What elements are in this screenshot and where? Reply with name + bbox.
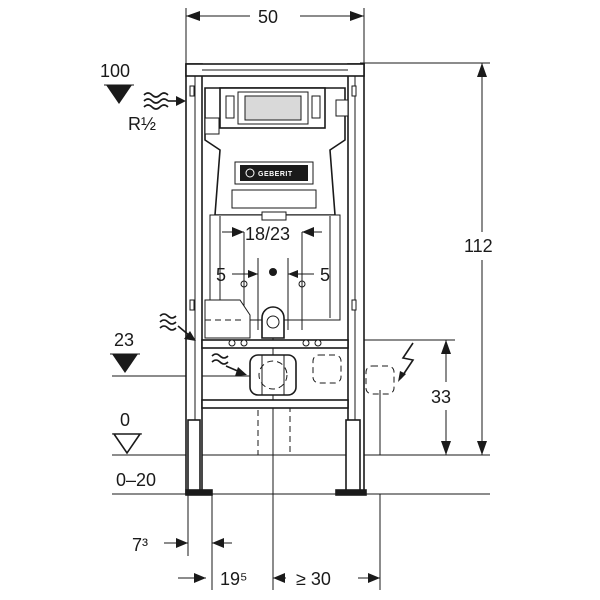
label-floor-level: 0: [120, 410, 130, 430]
dimension-bolt-offsets: [232, 270, 314, 278]
label-floor-build-up: 0–20: [116, 470, 156, 490]
drain-wave-icon-right: [211, 353, 247, 376]
label-foot-width: 19⁵: [220, 569, 247, 589]
geberit-logo: [240, 165, 308, 181]
label-foot-offset: 7³: [132, 535, 148, 555]
dimension-foot-width: [178, 573, 206, 583]
level-triangle-icon-23: [112, 354, 138, 373]
electric-box-inner: [312, 354, 342, 384]
label-drain-height: 23: [114, 330, 134, 350]
label-side-clearance: ≥ 30: [296, 569, 331, 589]
dimension-foot-offset: [164, 494, 232, 590]
label-bolt-offset-left: 5: [216, 265, 226, 285]
dimension-side-clearance: [273, 494, 381, 590]
label-water-supply-height: 100: [100, 61, 130, 81]
level-triangle-icon-0: [112, 433, 142, 455]
electric-box-outer: [365, 365, 395, 455]
dimension-frame-height: [477, 63, 487, 455]
drain-connection: [249, 354, 297, 456]
flush-pipe-area: [204, 211, 341, 347]
lightning-icon: [398, 342, 415, 382]
dimension-electric-height: [441, 340, 451, 455]
level-triangle-icon-100: [106, 85, 132, 104]
label-bolt-offset-right: 5: [320, 265, 330, 285]
label-flush-spacing: 18/23: [245, 224, 290, 244]
right-foot: [345, 419, 361, 495]
label-frame-height: 112: [464, 236, 493, 256]
water-wave-icon: [143, 92, 186, 110]
center-marker: [269, 268, 277, 276]
label-electric-height: 33: [431, 387, 451, 407]
cistern: GEBERIT: [204, 87, 349, 216]
dimension-top-width: [185, 8, 365, 64]
left-foot: [187, 419, 201, 495]
brand-logo-text: GEBERIT: [258, 171, 293, 178]
label-water-connection: R½: [128, 114, 156, 134]
dimension-flush-spacing: [222, 227, 322, 237]
label-top-width: 50: [258, 7, 278, 27]
drain-wave-icon: [159, 313, 196, 341]
frame: [185, 63, 367, 496]
